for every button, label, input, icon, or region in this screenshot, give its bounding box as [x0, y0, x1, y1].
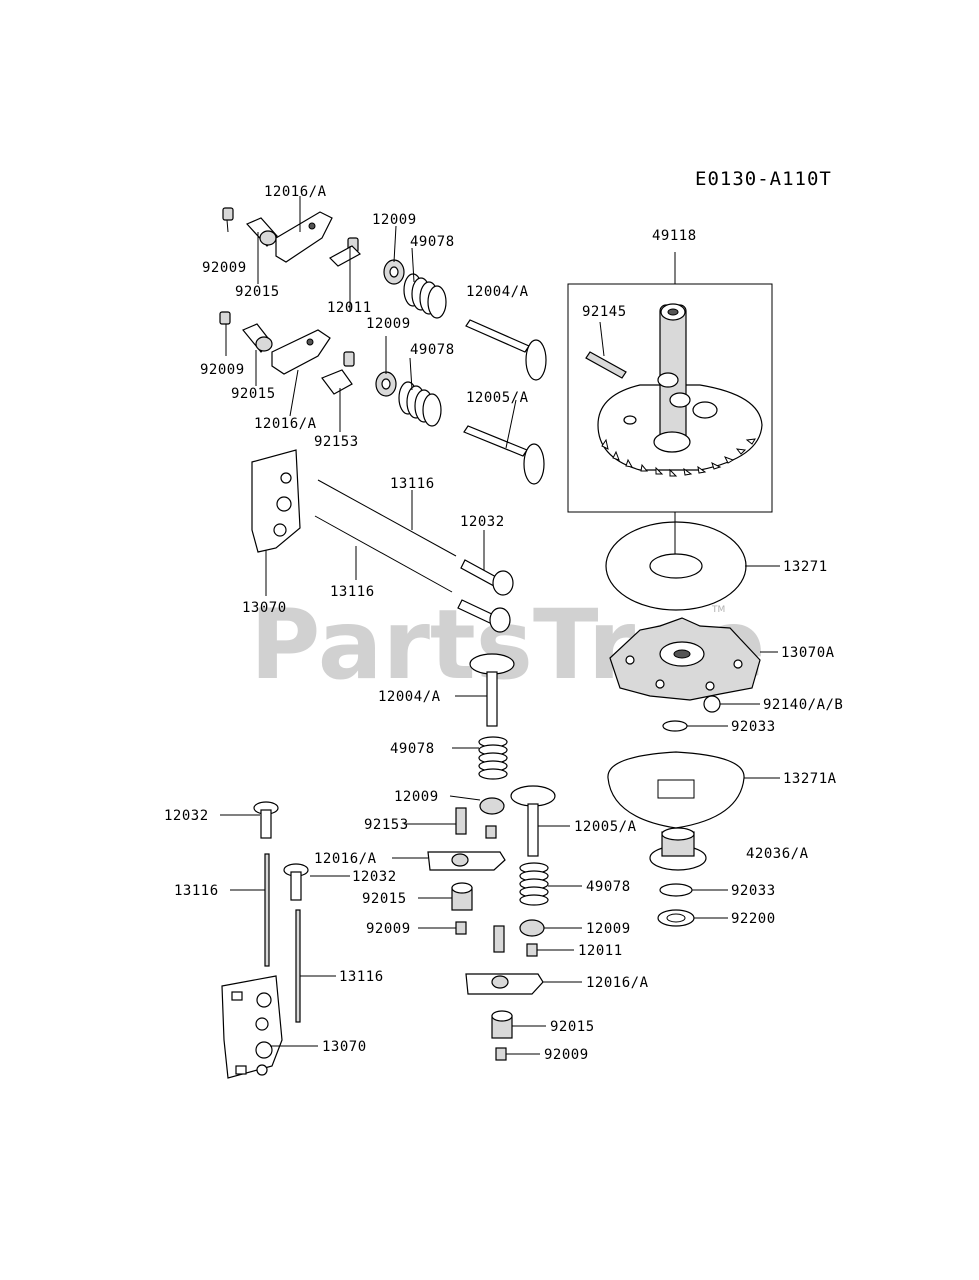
callout-13070-top: 13070 — [242, 600, 287, 616]
callout-92145: 92145 — [582, 304, 627, 320]
callout-92033-upper: 92033 — [731, 719, 776, 735]
rocker-assembly-second — [219, 311, 545, 485]
watermark-trademark: TM — [711, 605, 725, 615]
callout-49078-mid: 49078 — [410, 342, 455, 358]
callout-12011-top: 12011 — [327, 300, 372, 316]
callout-12032-low: 12032 — [352, 869, 397, 885]
governor-13070A — [609, 617, 761, 701]
washer-92200 — [657, 909, 695, 927]
callout-12016a-low: 12016/A — [314, 851, 377, 867]
callout-12016a-mid: 12016/A — [254, 416, 317, 432]
center-valve-assembly — [427, 653, 556, 1061]
callout-92140ab: 92140/A/B — [763, 697, 843, 713]
callout-49078-top: 49078 — [410, 234, 455, 250]
callout-92200: 92200 — [731, 911, 776, 927]
callout-12032-top: 12032 — [460, 514, 505, 530]
callout-12009-mid: 12009 — [366, 316, 411, 332]
callout-12032-left: 12032 — [164, 808, 209, 824]
callout-92015-mid: 92015 — [231, 386, 276, 402]
callout-13116-mid: 13116 — [330, 584, 375, 600]
pushrods-upper — [314, 479, 514, 633]
callout-92009-low: 92009 — [366, 921, 411, 937]
leader-lines — [220, 196, 780, 1055]
callout-12016a-top: 12016/A — [264, 184, 327, 200]
callout-labels: 12016/A 12009 49078 92009 12004/A 92015 … — [164, 184, 843, 1063]
callout-13116-left: 13116 — [174, 883, 219, 899]
callout-12016a-right: 12016/A — [586, 975, 649, 991]
callout-49078-low: 49078 — [390, 741, 435, 757]
clip-92033-upper — [662, 720, 688, 732]
callout-13116-low: 13116 — [339, 969, 384, 985]
diagram-code: E0130-A110T — [695, 168, 832, 190]
callout-92015-top: 92015 — [235, 284, 280, 300]
callout-92153-top: 92153 — [314, 434, 359, 450]
callout-92009-mid: 92009 — [200, 362, 245, 378]
callout-13116-top: 13116 — [390, 476, 435, 492]
camshaft-box — [567, 252, 773, 513]
callout-92009-top: 92009 — [202, 260, 247, 276]
callout-12009-top: 12009 — [372, 212, 417, 228]
callout-12005a-top: 12005/A — [466, 390, 529, 406]
callout-12011-right: 12011 — [578, 943, 623, 959]
callout-13271a: 13271A — [783, 771, 837, 787]
callout-92033-lower: 92033 — [731, 883, 776, 899]
callout-49118: 49118 — [652, 228, 697, 244]
callout-12005a-low: 12005/A — [574, 819, 637, 835]
sleeve-42036A — [649, 827, 707, 871]
callout-12004a-top: 12004/A — [466, 284, 529, 300]
dish-13271A — [607, 751, 745, 829]
ball-92140 — [703, 695, 721, 713]
guide-plate-upper — [251, 449, 301, 553]
callout-13271: 13271 — [783, 559, 828, 575]
callout-92015-low: 92015 — [362, 891, 407, 907]
callout-12009-right: 12009 — [586, 921, 631, 937]
callout-49078-right: 49078 — [586, 879, 631, 895]
callout-13070-bottom: 13070 — [322, 1039, 367, 1055]
callout-12004a-low: 12004/A — [378, 689, 441, 705]
callout-13070a: 13070A — [781, 645, 835, 661]
callout-92015-bottom: 92015 — [550, 1019, 595, 1035]
callout-92009-bottom: 92009 — [544, 1047, 589, 1063]
callout-42036a: 42036/A — [746, 846, 809, 862]
callout-12009-low: 12009 — [394, 789, 439, 805]
rocker-assembly-upper — [222, 207, 547, 381]
callout-92153-low: 92153 — [364, 817, 409, 833]
washer-13271 — [605, 512, 747, 611]
clip-92033-lower — [659, 883, 693, 897]
lower-left-parts — [221, 801, 309, 1079]
